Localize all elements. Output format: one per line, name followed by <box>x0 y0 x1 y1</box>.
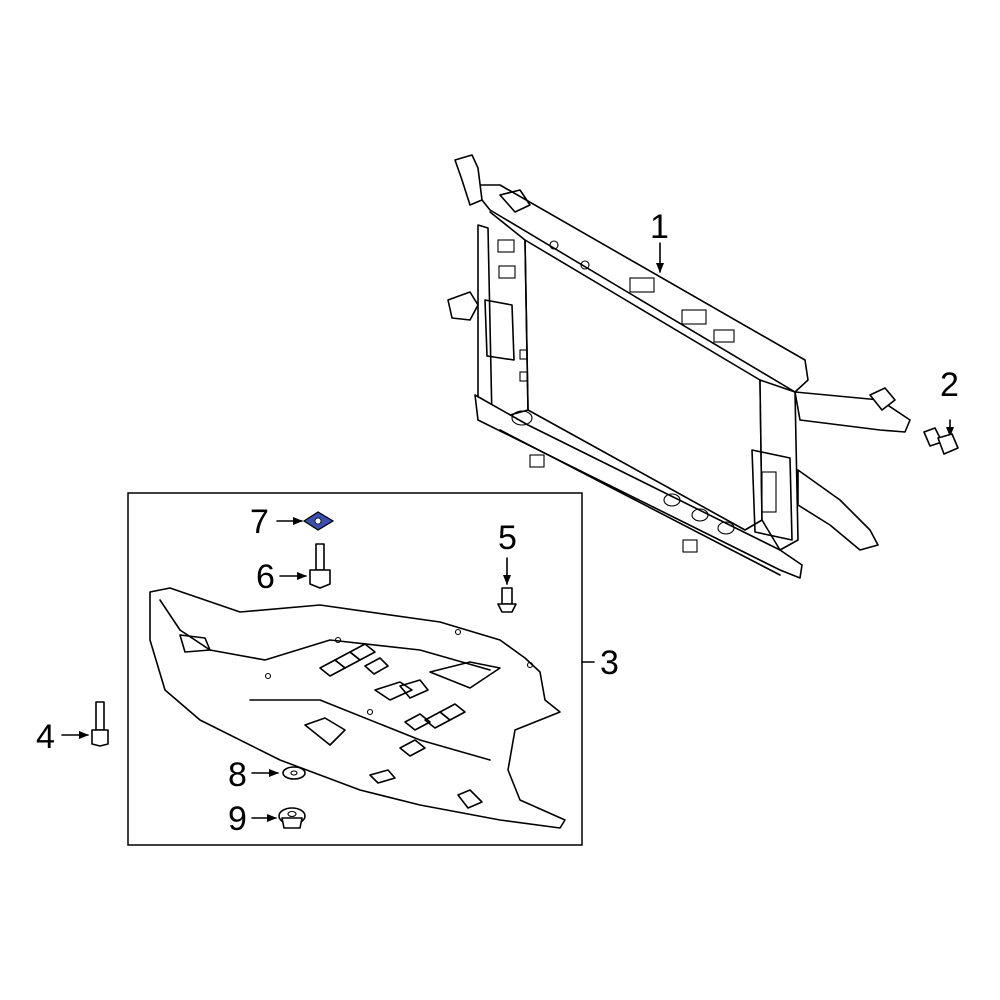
callout-9: 9 <box>228 800 247 838</box>
callout-3: 3 <box>600 644 619 682</box>
washer-part-8 <box>251 766 306 780</box>
callout-8: 8 <box>228 756 247 794</box>
clip-part-7 <box>276 511 335 531</box>
callout-4: 4 <box>36 718 55 756</box>
bolt-part-6 <box>279 543 331 589</box>
callout-5: 5 <box>498 519 517 557</box>
bolt-part-4 <box>61 701 109 747</box>
pin-part-5 <box>497 557 517 613</box>
callout-2: 2 <box>940 366 959 404</box>
splash-shield-box <box>127 492 583 846</box>
bolt-part-2 <box>923 419 959 455</box>
nut-part-9 <box>251 807 306 829</box>
callout-6: 6 <box>256 558 275 596</box>
callout-7: 7 <box>250 503 269 541</box>
splash-shield <box>149 587 566 829</box>
callout-1: 1 <box>650 208 669 246</box>
radiator-support-frame <box>447 154 911 579</box>
